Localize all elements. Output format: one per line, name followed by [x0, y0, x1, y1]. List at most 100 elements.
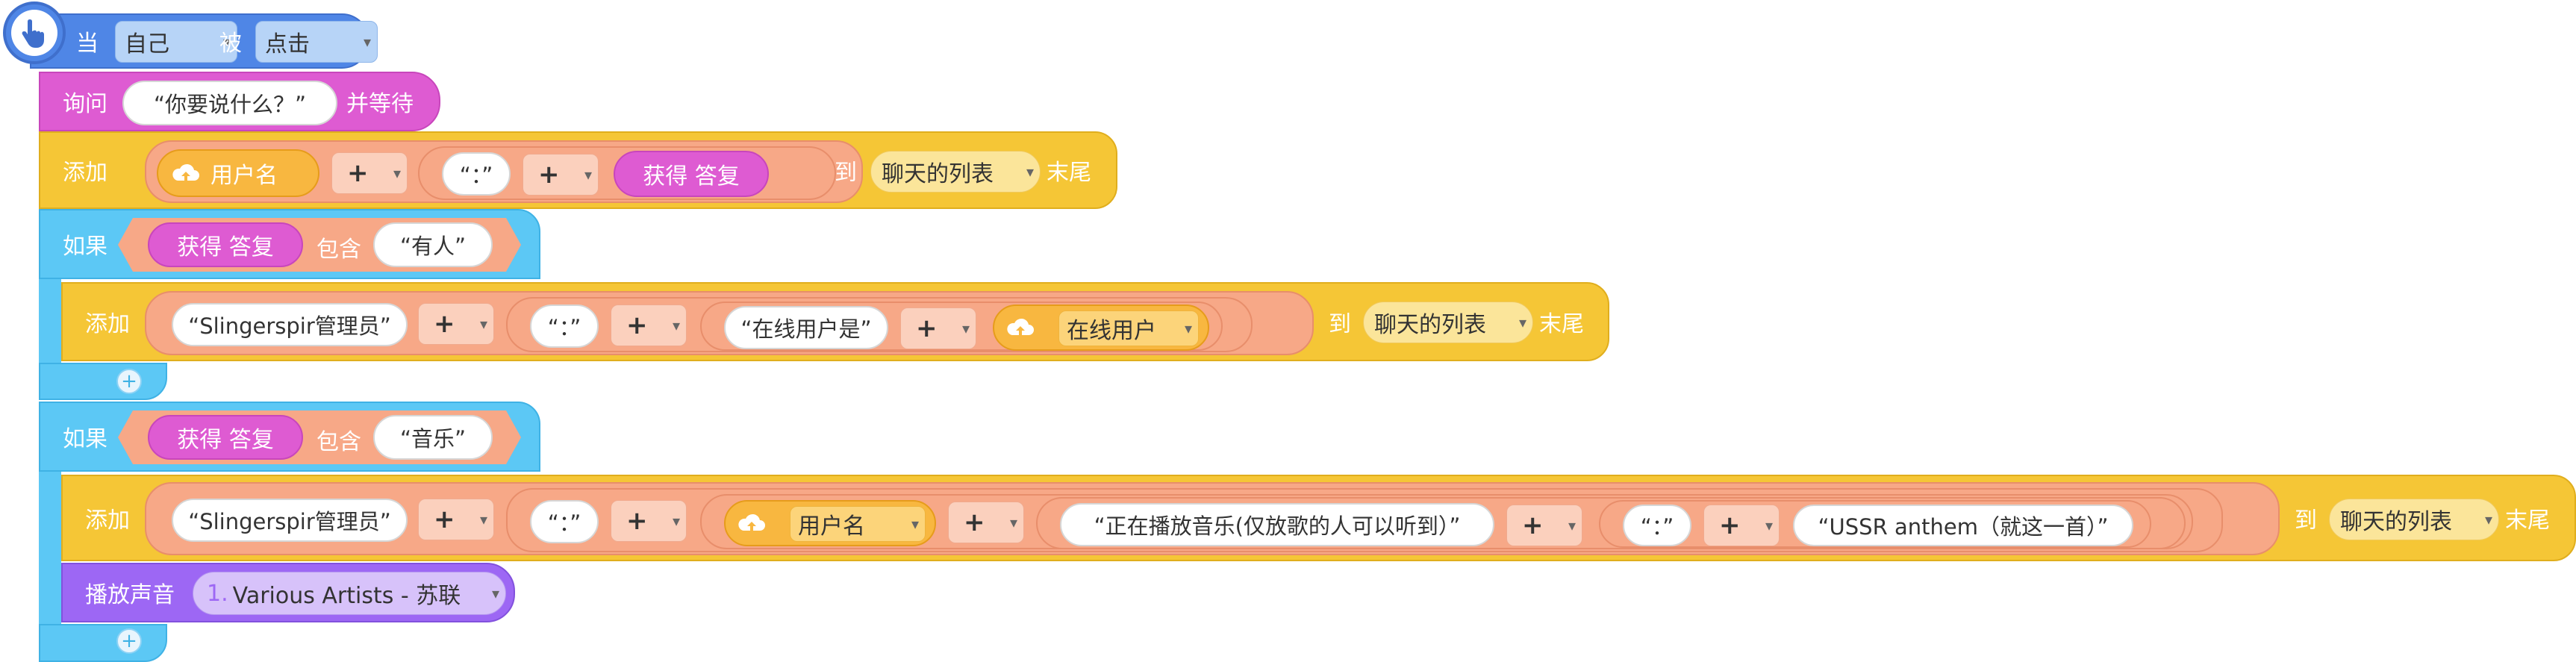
ask-and-wait-block[interactable]: 询问 “你要说什么？” 并等待 [39, 72, 440, 131]
online-users-variable[interactable]: 在线用户 ▾ [993, 305, 1209, 351]
operator-dropdown[interactable]: + ▾ [611, 305, 687, 346]
chevron-down-icon: ▾ [1009, 513, 1017, 531]
operator-dropdown[interactable]: + ▾ [1506, 505, 1582, 546]
chevron-down-icon: ▾ [479, 315, 487, 333]
chevron-down-icon: ▾ [584, 166, 592, 184]
to-label: 到 [835, 160, 857, 186]
keyword-input[interactable]: “有人” [373, 222, 493, 267]
list-dropdown[interactable]: 聊天的列表 ▾ [2329, 499, 2499, 540]
contains-label: 包含 [316, 429, 361, 455]
join-operator[interactable]: 用户名 + ▾ “：” + ▾ 获得 答复 [145, 140, 863, 203]
operator-dropdown[interactable]: + ▾ [948, 502, 1024, 543]
operator-dropdown[interactable]: + ▾ [611, 500, 687, 542]
operator-dropdown[interactable]: + ▾ [1703, 505, 1780, 546]
nested-join-operator[interactable]: “：” + ▾ 用户名 ▾ + ▾ “正在播放音乐(仅放歌的人 [506, 488, 2223, 552]
list-value: 聊天的列表 [1374, 312, 1486, 338]
nested-join-operator[interactable]: “：” + ▾ “USSR anthem（就这一首）” [1599, 500, 2151, 548]
nested-join-operator[interactable]: “：” + ▾ “在线用户是” + ▾ 在线用户 ▾ [506, 297, 1253, 352]
variable-dropdown[interactable]: 在线用户 ▾ [1058, 310, 1199, 346]
list-dropdown[interactable]: 聊天的列表 ▾ [870, 151, 1041, 193]
username-variable[interactable]: 用户名 ▾ [724, 500, 936, 546]
plus-circle-icon[interactable]: + [116, 369, 142, 394]
get-answer-reporter[interactable]: 获得 答复 [148, 415, 303, 460]
play-sound-label: 播放声音 [85, 582, 175, 608]
nested-join-operator[interactable]: “在线用户是” + ▾ 在线用户 ▾ [700, 302, 1223, 351]
ask-label: 询问 [63, 91, 107, 117]
colon-input[interactable]: “：” [442, 152, 511, 196]
operator-dropdown[interactable]: + ▾ [523, 154, 599, 196]
to-label: 到 [2295, 508, 2317, 534]
variable-dropdown[interactable]: 用户名 ▾ [790, 506, 926, 542]
nested-join-operator[interactable]: 用户名 ▾ + ▾ “正在播放音乐(仅放歌的人可以听到）” + ▾ “：” [700, 494, 2193, 549]
chevron-down-icon: ▾ [222, 33, 231, 51]
chevron-down-icon: ▾ [393, 164, 401, 182]
admin-name-input[interactable]: “Slingerspir管理员” [172, 303, 408, 346]
cloud-upload-icon [1007, 318, 1034, 335]
plus-symbol: + [538, 160, 560, 190]
nested-join-operator[interactable]: “：” + ▾ 获得 答复 [418, 146, 836, 200]
if-block-2-arm [39, 472, 61, 628]
operator-dropdown[interactable]: + ▾ [331, 152, 408, 194]
chevron-down-icon: ▾ [491, 584, 499, 602]
add-label: 添加 [85, 311, 130, 337]
list-value: 聊天的列表 [882, 161, 994, 187]
if-block-1-arm [39, 279, 61, 363]
operator-dropdown[interactable]: + ▾ [900, 307, 976, 349]
chevron-down-icon: ▾ [911, 515, 919, 533]
colon-input[interactable]: “：” [530, 305, 599, 348]
username-variable[interactable]: 用户名 [157, 149, 319, 197]
cloud-upload-icon [738, 513, 765, 531]
if-block-1[interactable]: 如果 获得 答复 包含 “有人” [39, 209, 540, 279]
operator-dropdown[interactable]: + ▾ [418, 303, 494, 345]
target-dropdown[interactable]: 自己 ▾ [115, 21, 237, 63]
online-users-text-input[interactable]: “在线用户是” [724, 306, 888, 349]
add-to-list-block-2[interactable]: 添加 “Slingerspir管理员” + ▾ “：” + ▾ “在线用户是” … [61, 282, 1609, 361]
keyword-input[interactable]: “音乐” [373, 415, 493, 460]
plus-symbol: + [347, 158, 369, 188]
event-when-clicked-block[interactable]: 当 自己 ▾ 被 点击 ▾ [30, 13, 378, 69]
play-sound-block[interactable]: 播放声音 1. Various Artists - 苏联 ▾ [61, 563, 515, 622]
list-dropdown[interactable]: 聊天的列表 ▾ [1363, 302, 1533, 343]
chevron-down-icon: ▾ [961, 319, 970, 337]
plus-symbol: + [626, 310, 648, 340]
song-name-input[interactable]: “USSR anthem（就这一首）” [1793, 505, 2133, 546]
add-to-list-block-1[interactable]: 添加 用户名 + ▾ “：” + ▾ 获得 答复 到 聊天的列表 ▾ 末尾 [39, 131, 1117, 209]
get-answer-reporter[interactable]: 获得 答复 [614, 151, 769, 197]
cloud-upload-icon [172, 163, 199, 181]
sound-dropdown[interactable]: 1. Various Artists - 苏联 ▾ [193, 572, 506, 615]
chevron-down-icon: ▾ [1765, 516, 1773, 534]
admin-name-input[interactable]: “Slingerspir管理员” [172, 499, 408, 542]
sound-index: 1. [207, 580, 228, 607]
plus-symbol: + [434, 309, 455, 339]
action-dropdown[interactable]: 点击 ▾ [255, 21, 378, 63]
if-block-2-footer [39, 624, 167, 662]
contains-condition[interactable]: 获得 答复 包含 “音乐” [118, 410, 521, 464]
target-value: 自己 [125, 31, 169, 57]
end-label: 末尾 [1047, 160, 1091, 186]
chevron-down-icon: ▾ [1568, 516, 1576, 534]
if-label: 如果 [63, 426, 107, 452]
get-answer-reporter[interactable]: 获得 答复 [148, 222, 303, 267]
variable-label: 用户名 [210, 163, 278, 189]
plus-symbol: + [626, 506, 648, 536]
if-label: 如果 [63, 234, 107, 260]
plus-symbol: + [1719, 510, 1741, 540]
add-label: 添加 [63, 160, 107, 186]
if-block-2[interactable]: 如果 获得 答复 包含 “音乐” [39, 402, 540, 472]
chevron-down-icon: ▾ [2484, 510, 2492, 528]
plus-circle-icon[interactable]: + [116, 628, 142, 654]
plus-symbol: + [434, 505, 455, 534]
sound-name: Various Artists - 苏联 [232, 583, 461, 609]
question-input[interactable]: “你要说什么？” [122, 81, 337, 125]
plus-symbol: + [916, 313, 938, 343]
nested-join-operator[interactable]: “正在播放音乐(仅放歌的人可以听到）” + ▾ “：” + ▾ “USSR an… [1036, 497, 2186, 549]
colon-input[interactable]: “：” [1623, 505, 1691, 546]
add-to-list-block-3[interactable]: 添加 “Slingerspir管理员” + ▾ “：” + ▾ 用户名 ▾ [61, 475, 2576, 561]
operator-dropdown[interactable]: + ▾ [418, 499, 494, 540]
colon-input[interactable]: “：” [530, 500, 599, 543]
wait-label: 并等待 [346, 91, 414, 117]
join-operator[interactable]: “Slingerspir管理员” + ▾ “：” + ▾ 用户名 ▾ + [145, 482, 2280, 555]
now-playing-input[interactable]: “正在播放音乐(仅放歌的人可以听到）” [1060, 503, 1494, 546]
contains-condition[interactable]: 获得 答复 包含 “有人” [118, 218, 521, 272]
join-operator[interactable]: “Slingerspir管理员” + ▾ “：” + ▾ “在线用户是” + ▾ [145, 291, 1314, 355]
